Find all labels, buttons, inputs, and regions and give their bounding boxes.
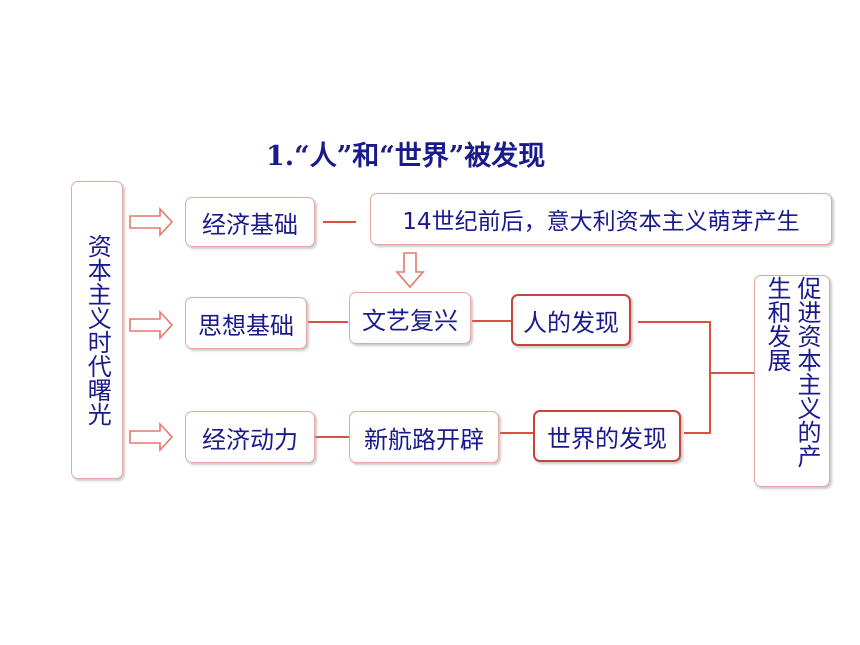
- thought-base-box: 思想基础: [185, 297, 307, 349]
- bracket-connector: [638, 321, 711, 434]
- promote-capitalism-box: 促进资本主义的产生和发展: [754, 275, 830, 487]
- human-discovery-box: 人的发现: [511, 294, 631, 346]
- diagram-title: 1.“人”和“世界”被发现: [266, 141, 546, 172]
- capitalism-dawn-box: 资本主义时代曙光: [71, 181, 123, 479]
- economic-power-box: 经济动力: [185, 411, 315, 463]
- world-discovery-box: 世界的发现: [533, 410, 681, 462]
- economic-base-box: 经济基础: [185, 197, 315, 247]
- hollow-arrow-down-icon: [395, 252, 425, 289]
- hollow-arrow-right-icon: [129, 309, 174, 341]
- hollow-arrow-right-icon: [129, 421, 174, 453]
- hollow-arrow-right-icon: [129, 206, 174, 238]
- new-routes-box: 新航路开辟: [349, 411, 499, 463]
- century-14-box: 14世纪前后，意大利资本主义萌芽产生: [370, 193, 832, 245]
- renaissance-box: 文艺复兴: [349, 292, 471, 344]
